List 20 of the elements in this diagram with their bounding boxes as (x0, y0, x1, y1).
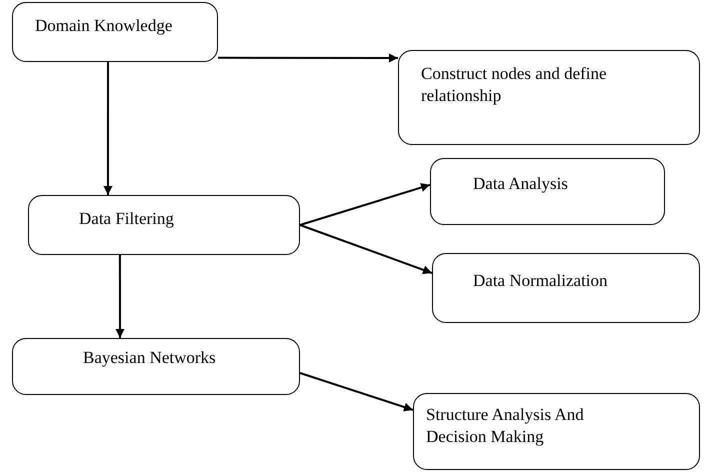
process-box (28, 195, 300, 255)
process-box (12, 2, 218, 62)
box-label: Data Analysis (473, 173, 569, 195)
process-box (430, 158, 665, 225)
box-label: Construct nodes and define relationship (421, 63, 608, 108)
arrow (300, 372, 414, 412)
box-label: Structure Analysis And Decision Making (426, 404, 585, 448)
process-box (398, 50, 700, 145)
arrow (218, 53, 398, 62)
arrow (103, 62, 112, 195)
arrow (300, 183, 430, 226)
process-box (413, 393, 700, 470)
arrow (300, 224, 432, 274)
box-label: Data Normalization (473, 270, 609, 292)
box-label: Domain Knowledge (35, 15, 174, 37)
box-label: Bayesian Networks (83, 347, 217, 369)
process-box (12, 338, 300, 395)
box-label: Data Filtering (79, 208, 175, 230)
process-box (432, 253, 700, 323)
arrow (116, 255, 124, 338)
